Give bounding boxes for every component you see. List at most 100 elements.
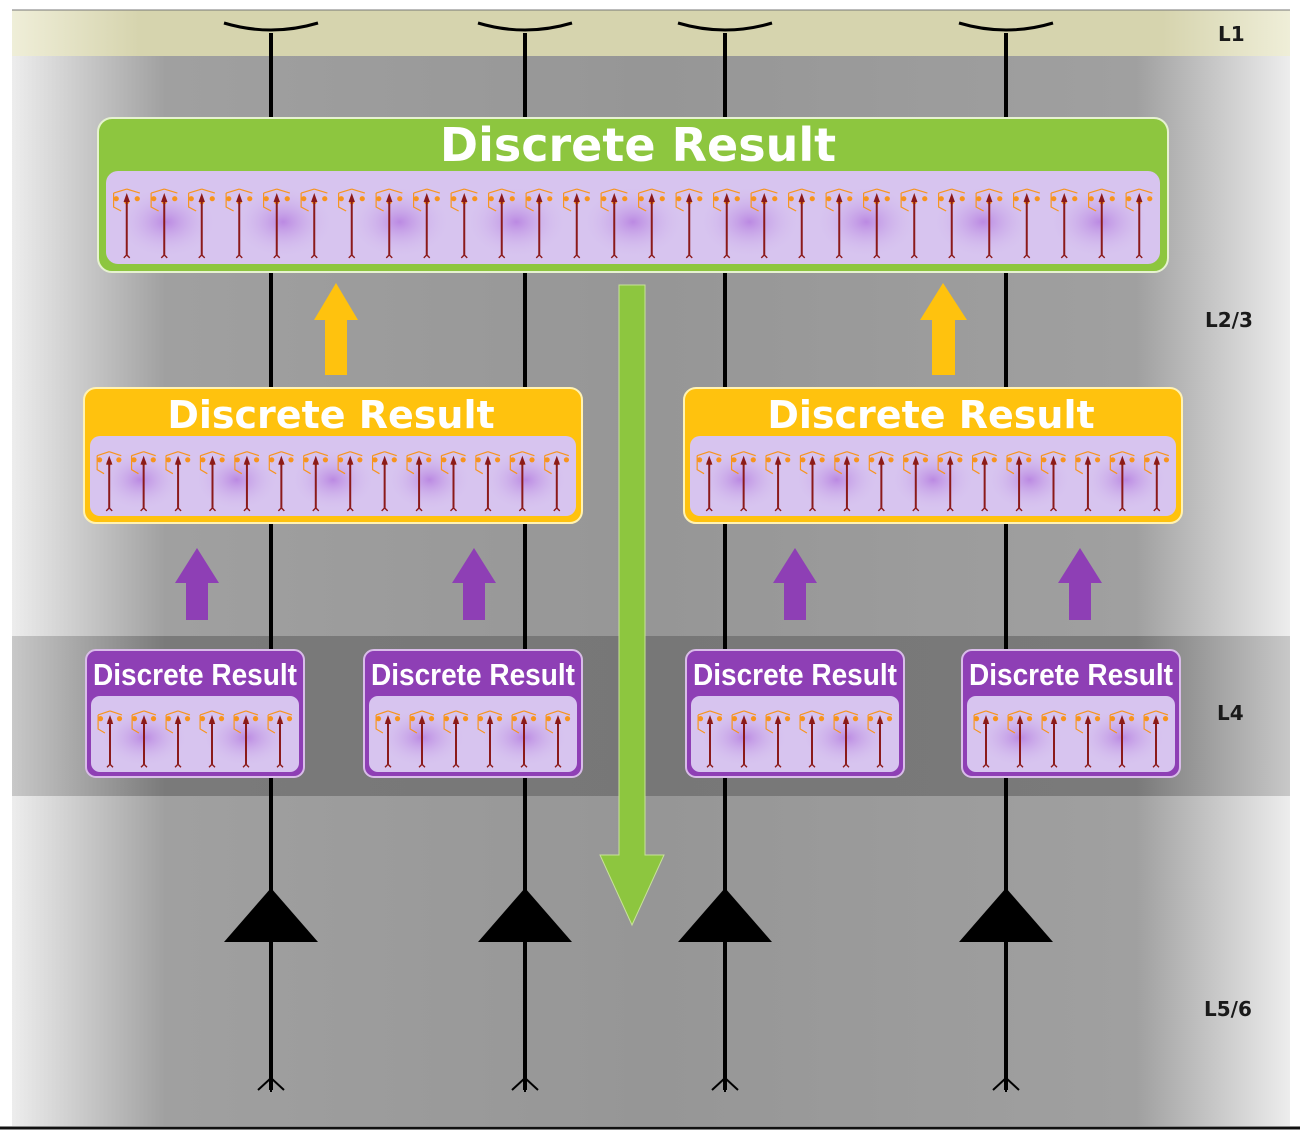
neuron-glow <box>96 447 184 512</box>
neuron-array <box>113 184 1153 260</box>
neuron-array <box>697 707 893 768</box>
neuron-array <box>696 447 1170 512</box>
neuron-glow <box>580 184 686 260</box>
neuron-icon <box>1088 188 1116 259</box>
neuron-icon <box>1006 451 1032 512</box>
neuron-icon <box>96 451 122 512</box>
triangle-icon <box>478 888 572 942</box>
neuron-icon <box>867 710 893 768</box>
neuron-icon <box>545 710 571 768</box>
neuron-icon <box>1040 451 1066 512</box>
neuron-icon <box>788 188 816 259</box>
up-arrow-icon <box>314 283 358 375</box>
neuron-icon <box>131 710 157 768</box>
neuron-icon <box>1075 710 1101 768</box>
yellow-result-box-left: Discrete Result <box>83 387 583 524</box>
neuron-icon <box>1050 188 1078 259</box>
neuron-icon <box>765 451 791 512</box>
layer-label-l1: L1 <box>1218 22 1245 46</box>
neuron-icon <box>375 188 403 259</box>
yellow-result-title-left: Discrete Result <box>167 393 494 437</box>
neuron-icon <box>475 451 501 512</box>
neuron-icon <box>834 451 860 512</box>
neuron-icon <box>713 188 741 259</box>
neuron-icon <box>234 451 260 512</box>
neuron-glow <box>889 447 977 512</box>
neuron-glow <box>697 184 803 260</box>
neuron-glow <box>463 184 569 260</box>
neuron-icon <box>765 710 791 768</box>
neuron-icon <box>975 188 1003 259</box>
neuron-icon <box>97 710 123 768</box>
neuron-icon <box>799 451 825 512</box>
neuron-icon <box>1109 451 1135 512</box>
neuron-icon <box>903 451 929 512</box>
yellow-result-title-right: Discrete Result <box>767 393 1094 437</box>
up-arrow-icon <box>773 548 817 620</box>
purple-result-title-1: Discrete Result <box>93 657 297 692</box>
neuron-icon <box>600 188 628 259</box>
neuron-icon <box>731 710 757 768</box>
neuron-icon <box>1144 451 1170 512</box>
green-result-box: Discrete Result <box>97 117 1169 273</box>
neuron-icon <box>165 451 191 512</box>
neuron-icon <box>375 710 401 768</box>
neuron-array <box>973 707 1169 768</box>
purple-result-box-3: Discrete Result <box>685 649 905 778</box>
neuron-icon <box>233 710 259 768</box>
purple-result-box-2: Discrete Result <box>363 649 583 778</box>
neuron-icon <box>863 188 891 259</box>
neuron-icon <box>1007 710 1033 768</box>
neuron-icon <box>406 451 432 512</box>
neuron-icon <box>337 451 363 512</box>
neuron-icon <box>113 188 141 259</box>
purple-result-box-4: Discrete Result <box>961 649 1181 778</box>
neuron-icon <box>165 710 191 768</box>
neuron-glow <box>1047 184 1153 260</box>
neuron-icon <box>199 451 225 512</box>
neuron-icon <box>1125 188 1153 259</box>
neuron-glow <box>930 184 1036 260</box>
neuron-glow <box>1082 447 1170 512</box>
neuron-icon <box>450 188 478 259</box>
neuron-icon <box>443 710 469 768</box>
purple-result-title-2: Discrete Result <box>371 657 575 692</box>
neuron-icon <box>750 188 778 259</box>
neuron-icon <box>199 710 225 768</box>
neuron-icon <box>300 188 328 259</box>
layer-label-l4: L4 <box>1217 701 1244 725</box>
neuron-icon <box>511 710 537 768</box>
neuron-icon <box>825 188 853 259</box>
neuron-icon <box>833 710 859 768</box>
neuron-icon <box>150 188 178 259</box>
neuron-icon <box>973 710 999 768</box>
neuron-icon <box>1041 710 1067 768</box>
neuron-icon <box>525 188 553 259</box>
neuron-glow <box>347 184 453 260</box>
triangle-icon <box>959 888 1053 942</box>
triangle-icon <box>678 888 772 942</box>
neuron-icon <box>488 188 516 259</box>
neuron-icon <box>477 710 503 768</box>
purple-result-title-4: Discrete Result <box>969 657 1173 692</box>
neuron-icon <box>268 451 294 512</box>
neuron-icon <box>338 188 366 259</box>
neuron-icon <box>544 451 570 512</box>
neuron-icon <box>267 710 293 768</box>
neuron-glow <box>113 184 219 260</box>
neuron-icon <box>696 451 722 512</box>
neuron-icon <box>188 188 216 259</box>
neuron-glow <box>482 447 570 512</box>
neuron-icon <box>409 710 435 768</box>
neuron-icon <box>1109 710 1135 768</box>
neuron-icon <box>1143 710 1169 768</box>
neuron-icon <box>638 188 666 259</box>
up-arrow-icon <box>1058 548 1102 620</box>
up-arrow-icon <box>452 548 496 620</box>
down-arrow-icon <box>599 284 665 927</box>
neuron-glow <box>813 184 919 260</box>
neuron-icon <box>371 451 397 512</box>
green-result-title: Discrete Result <box>440 118 836 172</box>
neuron-icon <box>971 451 997 512</box>
